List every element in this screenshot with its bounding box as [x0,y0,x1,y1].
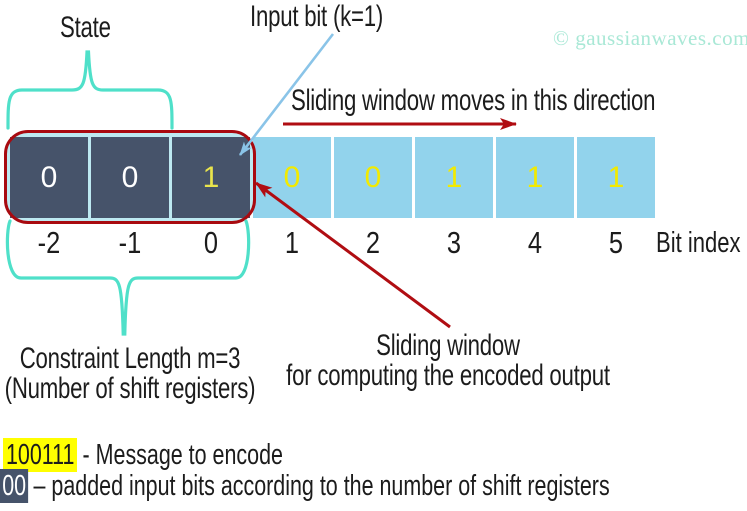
legend-padding-row: 00– padded input bits according to the n… [0,469,610,503]
bit-cell: 0 [91,137,169,218]
state-brace [6,50,174,130]
legend-message-row: 100111- Message to encode [3,438,283,472]
legend-padding-highlight: 00 [0,469,29,503]
bit-index-value: 4 [527,225,543,260]
bit-index-value: 5 [608,225,624,260]
bit-index-value: 3 [446,225,462,260]
bit-index-label: Bit index [656,227,741,259]
legend-padding-text: – padded input bits according to the num… [33,470,610,502]
sliding-window-label-line1: Sliding window [376,329,520,362]
sliding-window-label: Sliding window for computing the encoded… [270,331,625,391]
bit-cell: 0 [253,137,331,218]
legend-message-highlight: 100111 [3,438,78,472]
watermark: © gaussianwaves.com [553,26,747,50]
bit-cell: 1 [415,137,493,218]
constraint-label-line2: (Number of shift registers) [4,372,256,405]
bit-cell: 0 [334,137,412,218]
constraint-label-line1: Constraint Length m=3 [19,342,241,375]
bit-index-value: 0 [203,225,219,260]
bit-index-value: 2 [365,225,381,260]
state-label: State [60,11,111,44]
sliding-window-label-line2: for computing the encoded output [286,359,610,392]
bit-index-value: -1 [118,225,142,260]
bit-cell: 1 [496,137,574,218]
slide-direction-label: Sliding window moves in this direction [291,84,656,117]
bit-index-value: -2 [37,225,61,260]
legend-message-text: - Message to encode [82,439,283,471]
input-bit-label: Input bit (k=1) [250,0,384,33]
constraint-label: Constraint Length m=3 (Number of shift r… [0,344,278,404]
sliding-window-outline [4,130,256,224]
bit-cell: 1 [577,137,655,218]
bit-index-value: 1 [284,225,300,260]
